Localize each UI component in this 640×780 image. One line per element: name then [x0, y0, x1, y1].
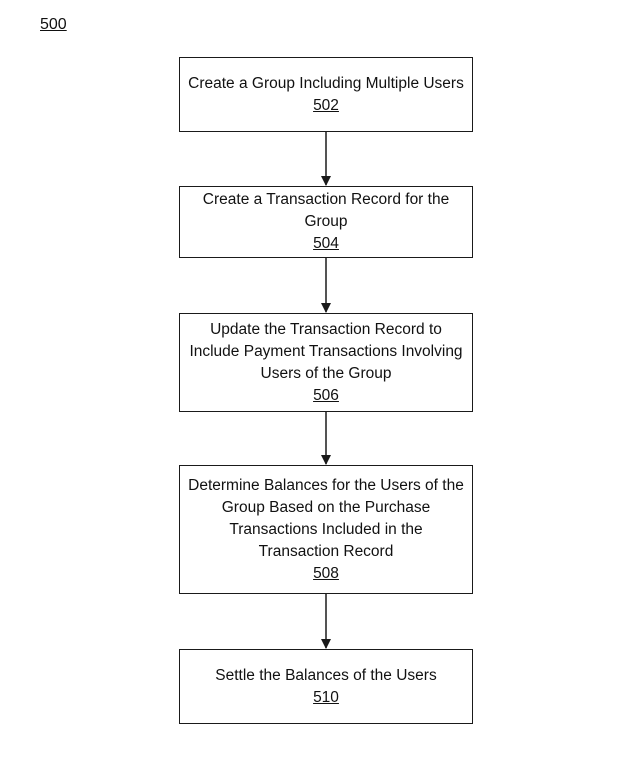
step-text: Create a Group Including Multiple Users [188, 74, 464, 92]
step-box-506: Update the Transaction Record to Include… [179, 313, 473, 412]
step-box-502: Create a Group Including Multiple Users … [179, 57, 473, 132]
step-number: 502 [313, 96, 339, 114]
step-text: Settle the Balances of the Users [215, 666, 437, 684]
step-text: Create a Transaction Record for the Grou… [202, 191, 450, 230]
step-number: 508 [313, 564, 339, 582]
step-number: 504 [313, 235, 339, 252]
step-text: Determine Balances for the Users of the … [188, 476, 464, 560]
step-text: Update the Transaction Record to Include… [189, 320, 463, 382]
step-box-504: Create a Transaction Record for the Grou… [179, 186, 473, 258]
figure-number: 500 [40, 16, 67, 33]
step-number: 510 [313, 688, 339, 706]
step-box-510: Settle the Balances of the Users 510 [179, 649, 473, 724]
step-box-508: Determine Balances for the Users of the … [179, 465, 473, 594]
step-number: 506 [313, 386, 339, 404]
